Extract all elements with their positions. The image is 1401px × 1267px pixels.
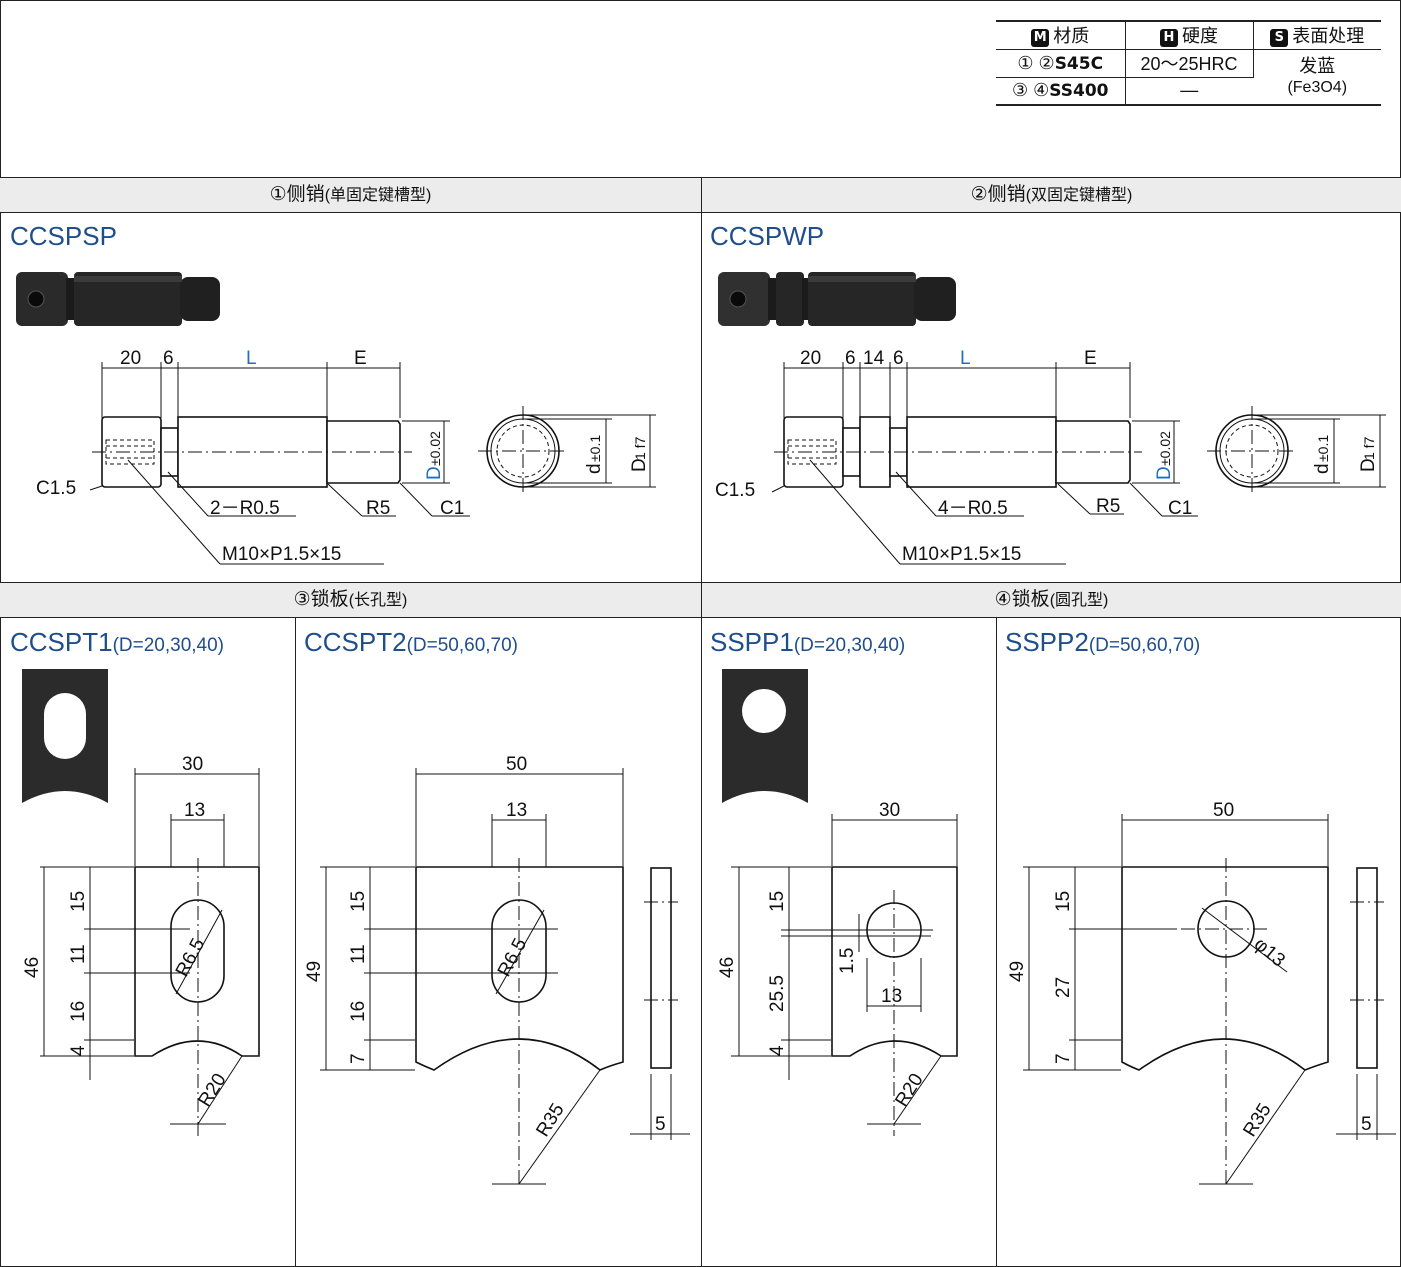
dim-r5: R5 [1096,496,1120,517]
lock-plate-ccspt2-drawing: 50 13 49 15 11 16 7 R6.5 R35 5 [304,754,690,1188]
dim-v3: 7 [1053,1053,1074,1064]
dim-v4: 4 [68,1045,89,1056]
dim-d-tolerance: ±0.1 [587,435,603,462]
dim-chamfer-c15: C1.5 [715,480,755,501]
dim-v3: 4 [767,1045,788,1056]
dim-E: E [1084,348,1097,369]
section-header-lock-plate-round: ④锁板(圆孔型) [701,582,1401,618]
dim-v1: 15 [68,891,89,912]
pin-double-photo [718,272,956,326]
section-header-lock-plate-slot: ③锁板(长孔型) [0,582,701,618]
lock-plate-ccspt1-drawing: 30 13 46 15 11 16 4 R6.5 R20 [22,754,260,1136]
material-cell: ① ②S45C [996,49,1126,78]
dim-thread: M10×P1.5×15 [902,544,1021,565]
dim-d-tolerance: ±0.1 [1315,435,1331,462]
dim-d: d [1312,463,1333,474]
product-code-ccspsp: CCSPSP [10,221,117,251]
dim-groove-2: 6 [893,348,904,369]
dim-height: 49 [1007,961,1028,982]
pin-single-photo [16,272,220,326]
dim-E: E [354,348,367,369]
dim-d: d [584,463,605,474]
dim-v1: 15 [1053,891,1074,912]
dim-width: 30 [879,800,900,821]
dim-D: D [424,466,445,480]
section-header-side-pin-single: ①侧销(单固定键槽型) [0,177,701,213]
column-divider [701,177,702,1267]
dim-height: 46 [717,957,738,978]
dim-slot-width: 13 [184,800,205,821]
dim-height: 49 [304,961,325,982]
dim-head-length: 20 [800,348,821,369]
dim-groove: 6 [845,348,856,369]
pin-double-drawing: 20 6 14 6 L E D ±0.02 C1.5 4－R0.5 R5 C1 … [715,348,1386,565]
dim-D1: D [1358,458,1379,472]
dim-c1: C1 [1168,498,1192,519]
dim-D-tolerance: ±0.02 [1157,431,1173,466]
lock-plate-sspp1-drawing: 30 13 46 15 25.5 4 1.5 R20 [717,800,958,1136]
dim-thickness: 5 [1361,1114,1372,1135]
dim-arc-radius: R35 [532,1100,568,1141]
section-header-side-pin-double: ②侧销(双固定键槽型) [701,177,1401,213]
column-divider [996,618,997,1267]
lock-plate-round-photo [722,669,808,803]
dim-radius-r05: 4－R0.5 [938,498,1008,519]
product-code-sspp2: SSPP2(D=50,60,70) [1005,627,1201,657]
material-cell: ③ ④SS400 [996,77,1126,105]
lock-plate-slot-photo [22,669,108,803]
dim-arc-radius: R20 [194,1070,230,1111]
dim-D1-tolerance: 1 f7 [632,436,648,460]
dim-v2: 27 [1053,977,1074,998]
dim-D1-tolerance: 1 f7 [1361,436,1377,460]
dim-v3: 16 [68,1001,89,1022]
dim-v1: 15 [348,891,369,912]
dim-slot-width: 13 [506,800,527,821]
hardness-cell: 20～25HRC [1125,49,1254,78]
product-code-ccspwp: CCSPWP [710,221,825,251]
dim-c1: C1 [440,498,464,519]
dim-thickness: 5 [655,1114,666,1135]
dim-head-length: 20 [120,348,141,369]
dim-width: 30 [182,754,203,775]
dim-L: L [960,348,971,369]
dim-groove: 6 [163,348,174,369]
dim-L: L [246,348,257,369]
dim-hole-offset: 1.5 [837,948,858,974]
product-code-sspp1: SSPP1(D=20,30,40) [710,627,906,657]
dim-v2: 11 [348,944,369,964]
hardness-cell: — [1180,80,1199,101]
dim-height: 46 [22,957,43,978]
lock-plate-sspp2-drawing: 50 φ13 49 15 27 7 R35 5 [1007,800,1396,1188]
dim-width: 50 [1213,800,1234,821]
dim-v3: 16 [348,1001,369,1022]
product-code-ccspt2: CCSPT2(D=50,60,70) [304,627,519,657]
dim-v2: 25.5 [767,975,788,1012]
pin-single-drawing: 20 6 L E D ±0.02 C1.5 2－R0.5 R5 C1 M10×P… [36,348,656,565]
dim-arc-radius: R20 [891,1070,927,1111]
surface-cell: 发蓝(Fe3O4) [1287,55,1348,96]
product-code-ccspt1: CCSPT1(D=20,30,40) [10,627,225,657]
dim-radius-r05: 2－R0.5 [210,498,280,519]
column-divider [295,618,296,1267]
dim-hole-dia: 13 [881,986,902,1007]
dim-thread: M10×P1.5×15 [222,544,341,565]
dim-D: D [1154,466,1175,480]
dim-D-tolerance: ±0.02 [427,431,443,466]
dim-v2: 11 [68,944,89,964]
dim-v4: 7 [348,1053,369,1064]
dim-v1: 15 [767,891,788,912]
dim-width: 50 [506,754,527,775]
dim-r5: R5 [366,498,390,519]
dim-D1: D [629,458,650,472]
dim-collar: 14 [863,348,885,369]
dim-chamfer-c15: C1.5 [36,478,76,499]
